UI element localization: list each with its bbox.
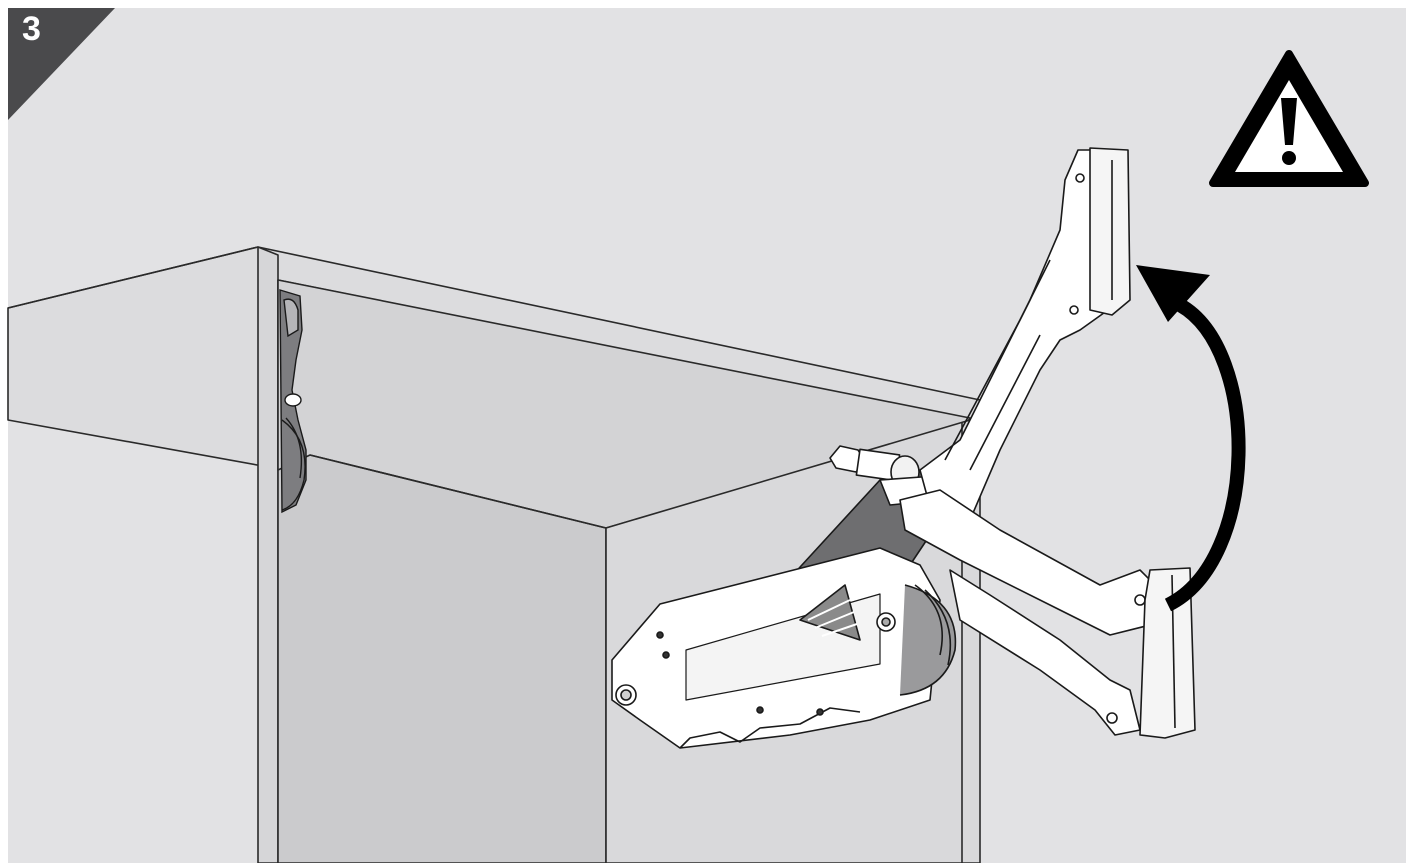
cabinet-left-side (257, 246, 279, 863)
step-badge (8, 8, 115, 120)
left-lift-mechanism (279, 289, 307, 514)
lower-lift-arm (899, 489, 1196, 739)
curved-arrow-icon (1136, 265, 1246, 612)
warning-triangle-icon (1209, 50, 1369, 187)
upper-lift-arm (919, 147, 1131, 526)
step-number: 3 (22, 10, 41, 48)
